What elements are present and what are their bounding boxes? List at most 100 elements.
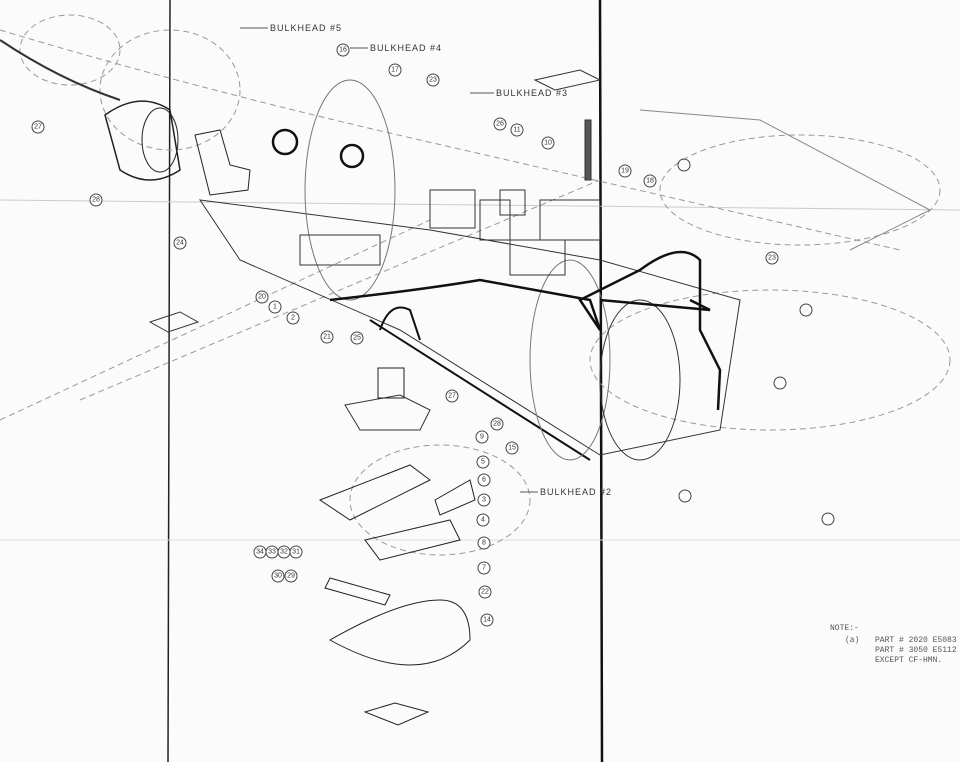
tail-outline [639, 109, 932, 251]
callout-circle [350, 331, 364, 345]
callout-number: 27 [448, 393, 456, 400]
callout-number: 32 [280, 549, 288, 556]
nose-section [104, 100, 181, 181]
callout-circle [173, 236, 187, 250]
callout-number: 16 [339, 47, 347, 54]
callout-circle [320, 330, 334, 344]
callout-circle [618, 164, 632, 178]
bulkhead-4-label: BULKHEAD #4 [370, 43, 442, 53]
callout-circle [477, 493, 491, 507]
callout-circle [541, 136, 555, 150]
bulkhead-2 [529, 259, 611, 461]
callout-number: 15 [508, 445, 516, 452]
callout-number: 20 [258, 294, 266, 301]
callout-circle [476, 455, 490, 469]
wiring-loop [379, 306, 421, 341]
access-panel [533, 69, 602, 91]
callout-number: 5 [481, 459, 485, 466]
spar [0, 39, 121, 101]
callout-number: 26 [496, 121, 504, 128]
note-marker: (a) [845, 636, 859, 645]
callout-number: 2 [291, 315, 295, 322]
callout-circle [493, 117, 507, 131]
callout-number: 22 [481, 589, 489, 596]
callout-circle [478, 585, 492, 599]
fuselage-keel [369, 319, 591, 461]
callout-circle [477, 561, 491, 575]
note-line: PART # 2020 E5083 [875, 636, 957, 645]
callout-number: 1 [273, 304, 277, 311]
callout-circle [765, 251, 779, 265]
callout-number: 19 [621, 168, 629, 175]
callout-number: 11 [513, 127, 520, 134]
callout-circle [505, 441, 519, 455]
callout-number: 4 [481, 517, 485, 524]
sheet-fold-line [167, 0, 171, 762]
seat-back [377, 367, 405, 399]
callout-circle [477, 536, 491, 550]
wing-outline [0, 14, 951, 556]
callout-number: 34 [256, 549, 264, 556]
callout-number: 29 [287, 573, 295, 580]
tail-bulkhead [599, 299, 681, 461]
porthole [271, 128, 299, 156]
floor-seat [344, 394, 431, 431]
callout-circle [255, 290, 269, 304]
callout-circle [480, 613, 494, 627]
callout-circle [476, 513, 490, 527]
floor-frames [318, 464, 476, 606]
callout-number: 6 [482, 477, 486, 484]
callout-number: 25 [353, 335, 361, 342]
callout-number: 23 [768, 255, 776, 262]
callout-number: 17 [391, 67, 399, 74]
callout-number: 28 [92, 197, 100, 204]
callout-number: 28 [493, 421, 501, 428]
callout-circle [426, 73, 440, 87]
callout-number: 3 [482, 497, 486, 504]
callout-circle [284, 569, 298, 583]
callout-circle [510, 123, 524, 137]
bulkhead-5-label: BULKHEAD #5 [270, 23, 342, 33]
callout-number: 7 [482, 565, 486, 572]
callout-circle [289, 545, 303, 559]
callout-number: 14 [483, 617, 491, 624]
callout-number: 30 [274, 573, 282, 580]
sheet-fold-line [598, 0, 604, 762]
note-line: PART # 3050 E5112 [875, 646, 957, 655]
callout-number: 18 [646, 178, 654, 185]
callout-circle [490, 417, 504, 431]
belly-skin [328, 599, 471, 666]
equipment-boxes [299, 119, 601, 276]
callout-circle [477, 473, 491, 487]
wiring-harness [329, 250, 722, 411]
access-panel [148, 311, 200, 333]
callout-number: 27 [34, 124, 42, 131]
callout-circle [31, 120, 45, 134]
pilot-seat [194, 129, 251, 196]
callout-number: 9 [480, 434, 484, 441]
callout-circle [286, 311, 300, 325]
empty-callouts [677, 158, 835, 526]
callout-number: 31 [292, 549, 300, 556]
note-line: EXCEPT CF-HMN. [875, 656, 942, 665]
callout-circle [388, 63, 402, 77]
bulkhead-3-label: BULKHEAD #3 [496, 88, 568, 98]
callout-circle [445, 389, 459, 403]
access-panel [363, 702, 430, 726]
callout-number: 21 [323, 334, 331, 341]
nose-ring [141, 107, 179, 173]
bulkhead-2-label: BULKHEAD #2 [540, 487, 612, 497]
callout-number: 10 [544, 140, 552, 147]
bulkhead-4 [304, 79, 396, 301]
callout-circle [643, 174, 657, 188]
note-title: NOTE:- [830, 624, 859, 633]
callout-number: 33 [268, 549, 276, 556]
callout-circle [89, 193, 103, 207]
callout-circle [268, 300, 282, 314]
callout-circle [271, 569, 285, 583]
callout-number: 8 [482, 540, 486, 547]
callout-circle [475, 430, 489, 444]
